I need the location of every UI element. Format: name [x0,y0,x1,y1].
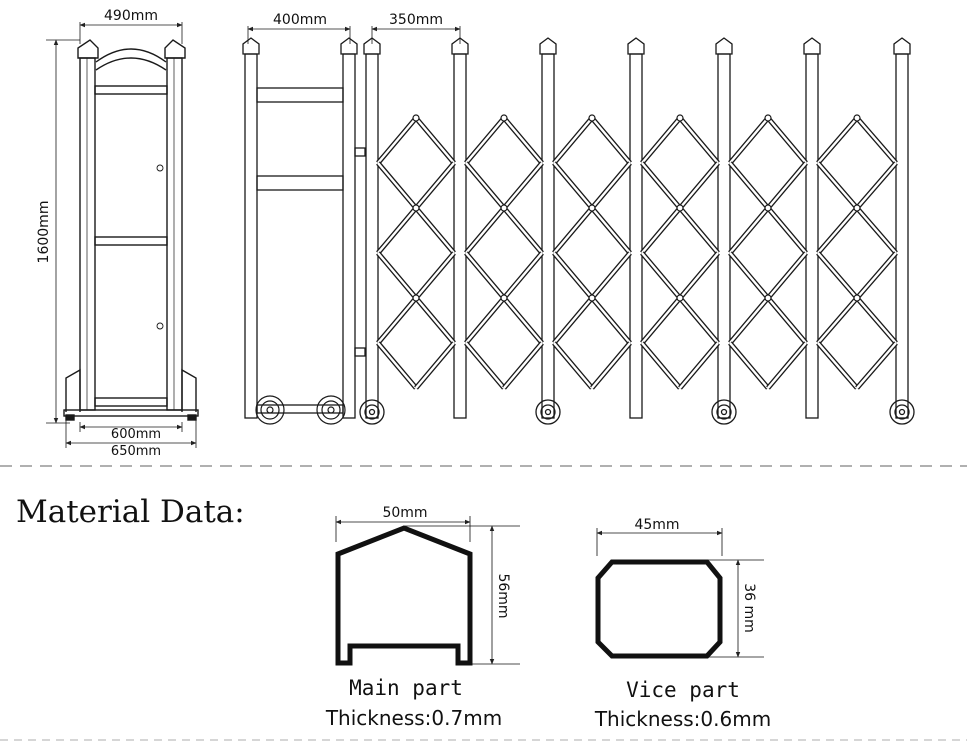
wheel-icon [535,399,561,425]
pivot-icon [500,204,508,212]
lattice-post [451,37,469,419]
lattice-post [803,37,821,419]
vice-width-label: 45mm [634,517,679,533]
lattice-post [893,37,911,419]
pivot-icon [676,204,684,212]
lattice-post [627,37,645,419]
lattice-post [715,37,733,419]
pivot-icon [412,294,420,302]
side-height-label: 1600mm [36,201,52,264]
lattice-section [464,114,544,390]
main-width-label: 50mm [382,505,427,521]
material-heading: Material Data: [16,494,245,530]
lattice-section [728,114,808,390]
main-height-label: 56mm [495,573,511,618]
vice-height-label: 36 mm [741,583,757,633]
lattice-section [640,114,720,390]
lattice-section [376,114,456,390]
main-part-thickness: Thickness:0.7mm [325,706,502,730]
front-view [242,26,915,425]
pivot-icon [588,294,596,302]
pivot-icon [500,294,508,302]
lattice-post [363,37,381,419]
vice-part-thickness: Thickness:0.6mm [594,707,771,731]
pivot-icon [853,294,861,302]
lattice-section [816,114,898,390]
main-part-profile [335,516,520,666]
wheel-icon [359,399,385,425]
pivot-icon [500,114,508,122]
side-view [46,22,199,448]
vice-part-name: Vice part [626,678,740,702]
vice-part-profile [595,528,764,659]
pivot-icon [588,204,596,212]
pivot-icon [676,114,684,122]
pivot-icon [412,114,420,122]
lattice-post [539,37,557,419]
pivot-icon [853,204,861,212]
main-part-name: Main part [349,676,463,700]
section-width-label: 350mm [389,12,443,28]
lattice-section [552,114,632,390]
base-outer-label: 650mm [111,444,161,459]
head-width-label: 400mm [273,12,327,28]
pivot-icon [412,204,420,212]
wheel-icon [889,399,915,425]
base-inner-label: 600mm [111,427,161,442]
pivot-icon [588,114,596,122]
pivot-icon [764,294,772,302]
pivot-icon [764,204,772,212]
side-width-label: 490mm [104,8,158,24]
pivot-icon [764,114,772,122]
wheel-icon [711,399,737,425]
pivot-icon [853,114,861,122]
pivot-icon [676,294,684,302]
